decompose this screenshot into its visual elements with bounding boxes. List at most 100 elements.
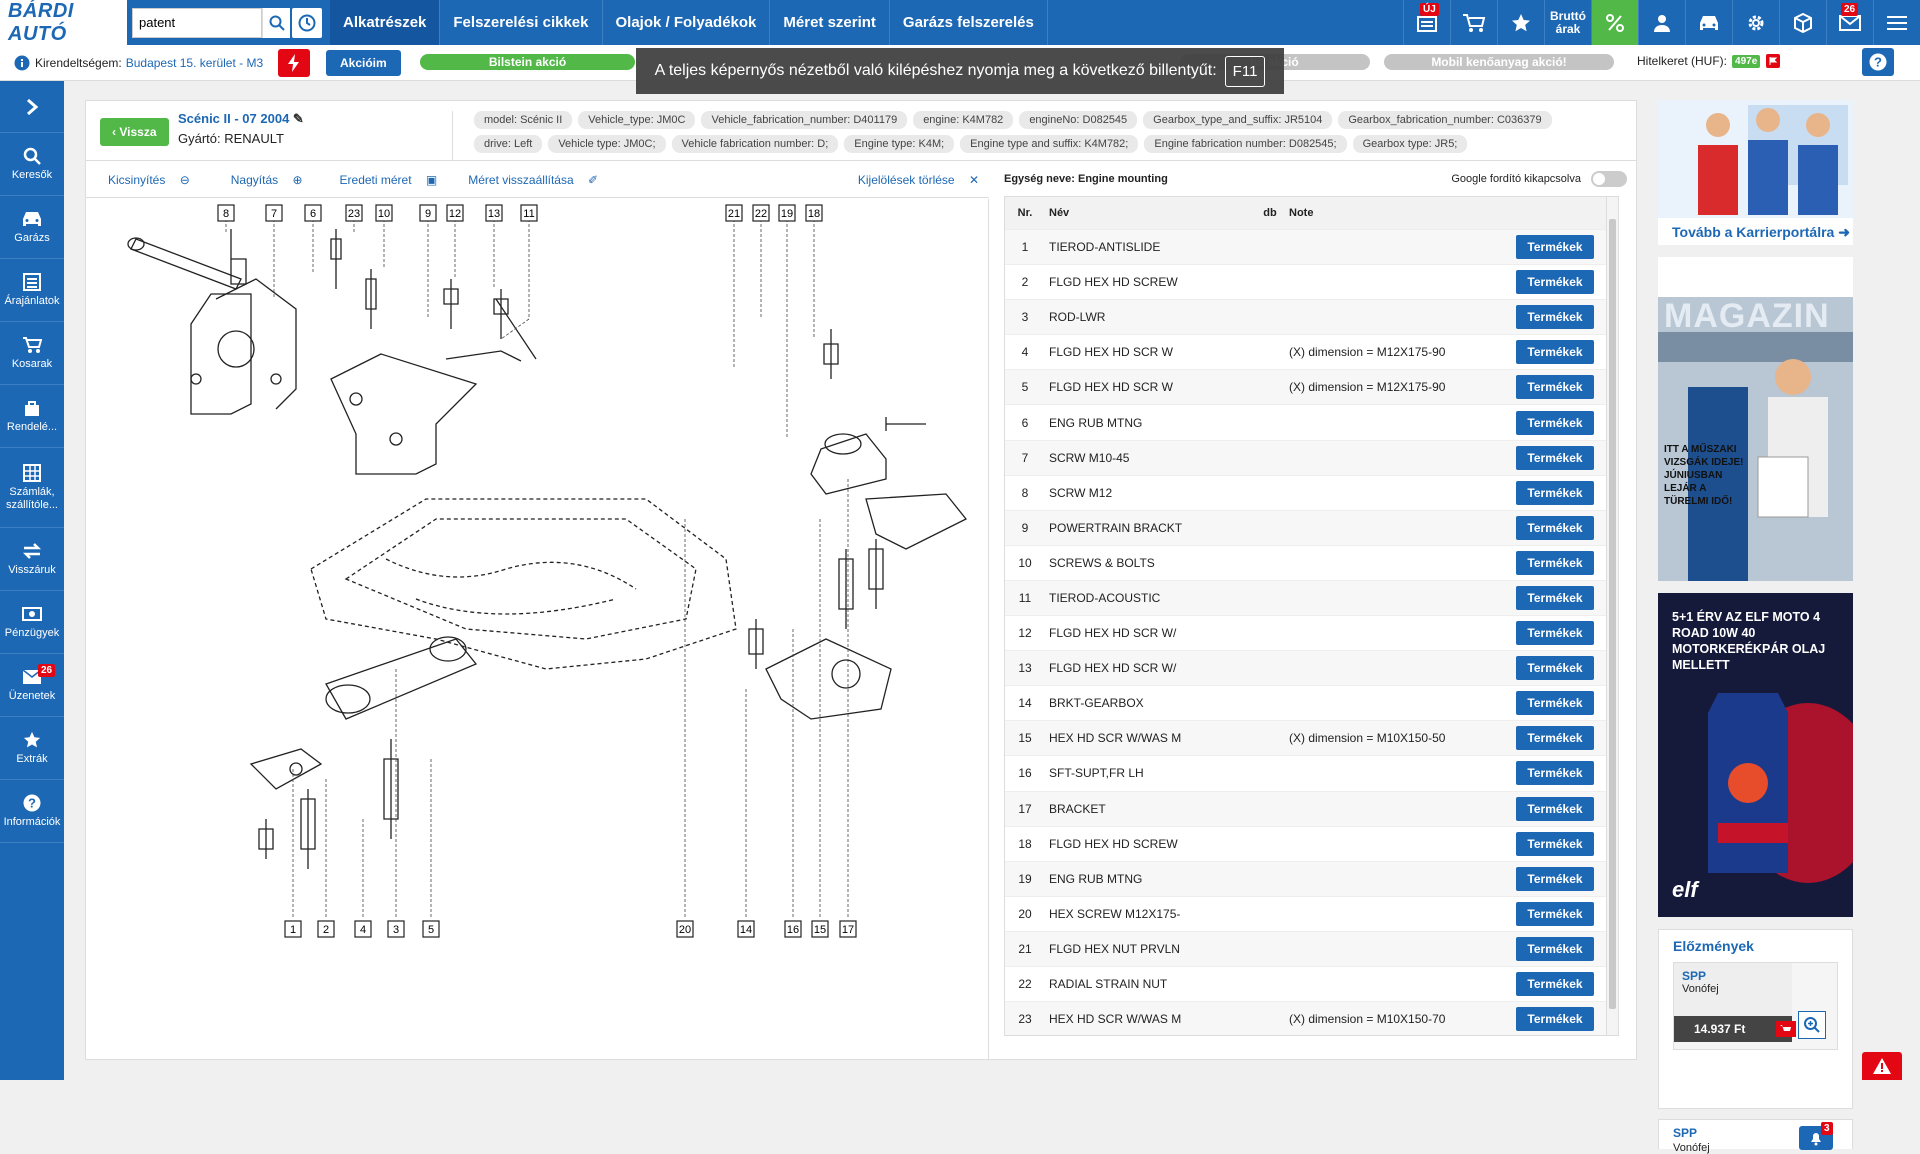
diagram-callout[interactable]: 18: [805, 204, 823, 222]
sidebar-item-informaciok[interactable]: ? Információk: [0, 780, 64, 843]
help-button[interactable]: ?: [1862, 48, 1894, 76]
diagram-callout[interactable]: 14: [737, 920, 755, 938]
diagram-callout[interactable]: 23: [345, 204, 363, 222]
sidebar-item-szamlak[interactable]: Számlák, szállítóle...: [0, 448, 64, 528]
toggle-switch[interactable]: [1591, 171, 1627, 187]
karrier-link[interactable]: Tovább a Karrierportálra ➜: [1672, 224, 1850, 240]
products-button[interactable]: Termékek: [1516, 621, 1594, 646]
products-button[interactable]: Termékek: [1516, 936, 1594, 961]
scroll-thumb[interactable]: [1609, 219, 1616, 1009]
nav-meret-szerint[interactable]: Méret szerint: [770, 0, 890, 45]
zoom-image-button[interactable]: [1798, 1011, 1826, 1039]
logo[interactable]: BÁRDI AUTÓ: [0, 0, 127, 50]
branch-info[interactable]: Kirendeltségem: Budapest 15. kerület - M…: [14, 55, 276, 71]
menu-button[interactable]: [1873, 0, 1920, 45]
messages-button[interactable]: 26: [1826, 0, 1873, 45]
diagram-callout[interactable]: 5: [422, 920, 440, 938]
products-button[interactable]: Termékek: [1516, 691, 1594, 716]
pencil-icon[interactable]: ✎: [292, 111, 304, 126]
original-size-button[interactable]: Eredeti méret ▣: [339, 172, 438, 187]
nav-olajok[interactable]: Olajok / Folyadékok: [603, 0, 771, 45]
karrier-ad[interactable]: Tovább a Karrierportálra ➜: [1658, 100, 1853, 245]
translate-toggle[interactable]: Google fordító kikapcsolva: [1451, 171, 1627, 187]
credit-flag-button[interactable]: [1766, 54, 1781, 68]
products-button[interactable]: Termékek: [1516, 656, 1594, 681]
zoom-button[interactable]: Nagyítás ⊕: [230, 172, 303, 187]
diagram-callout[interactable]: 22: [752, 204, 770, 222]
nav-alkatreszek[interactable]: Alkatrészek: [330, 0, 441, 45]
akcioim-button[interactable]: Akcióim: [326, 49, 401, 76]
promo-mobil[interactable]: Mobil kenőanyag akció!: [1384, 54, 1614, 70]
diagram-callout[interactable]: 11: [520, 204, 538, 222]
diagram-callout[interactable]: 17: [839, 920, 857, 938]
magazin-ad[interactable]: MAGAZIN ITT A MŰSZAKI VIZSGÁK IDEJE! JÚN…: [1658, 257, 1853, 581]
products-button[interactable]: Termékek: [1516, 1007, 1594, 1032]
diagram-callout[interactable]: 2: [317, 920, 335, 938]
sidebar-item-rendelesek[interactable]: Rendelé...: [0, 385, 64, 448]
new-items-button[interactable]: ÚJ: [1403, 0, 1450, 45]
clear-selection-button[interactable]: Kijelölések törlése ✕: [857, 172, 979, 187]
products-button[interactable]: Termékek: [1516, 270, 1594, 295]
search-input[interactable]: [132, 7, 262, 38]
products-button[interactable]: Termékek: [1516, 726, 1594, 751]
favorites-button[interactable]: [1497, 0, 1544, 45]
products-button[interactable]: Termékek: [1516, 585, 1594, 610]
nav-felszerelesi-cikkek[interactable]: Felszerelési cikkek: [440, 0, 603, 45]
products-button[interactable]: Termékek: [1516, 550, 1594, 575]
diagram-callout[interactable]: 15: [811, 920, 829, 938]
alert-button[interactable]: [1862, 1052, 1902, 1080]
sidebar-item-kosarak[interactable]: Kosarak: [0, 322, 64, 385]
products-button[interactable]: Termékek: [1516, 796, 1594, 821]
history-button[interactable]: [292, 7, 322, 38]
sidebar-item-extrak[interactable]: Extrák: [0, 717, 64, 780]
products-button[interactable]: Termékek: [1516, 866, 1594, 891]
flash-button[interactable]: [278, 48, 310, 77]
vehicle-title[interactable]: Scénic II - 07 2004 ✎: [178, 111, 304, 126]
products-button[interactable]: Termékek: [1516, 375, 1594, 400]
diagram-callout[interactable]: 12: [446, 204, 464, 222]
products-button[interactable]: Termékek: [1516, 340, 1594, 365]
sidebar-item-garazs[interactable]: Garázs: [0, 196, 64, 259]
diagram-callout[interactable]: 8: [217, 204, 235, 222]
nav-garazs-felszereles[interactable]: Garázs felszerelés: [890, 0, 1048, 45]
diagram-callout[interactable]: 16: [784, 920, 802, 938]
diagram-callout[interactable]: 9: [419, 204, 437, 222]
settings-button[interactable]: [1732, 0, 1779, 45]
notification-button[interactable]: 3: [1799, 1122, 1833, 1150]
sidebar-item-keresok[interactable]: Keresők: [0, 133, 64, 196]
user-button[interactable]: [1638, 0, 1685, 45]
diagram-callout[interactable]: 6: [304, 204, 322, 222]
diagram-callout[interactable]: 7: [265, 204, 283, 222]
add-to-cart-button[interactable]: [1776, 1021, 1796, 1037]
search-button[interactable]: [262, 7, 290, 38]
products-button[interactable]: Termékek: [1516, 515, 1594, 540]
diagram-callout[interactable]: 10: [375, 204, 393, 222]
diagram-callout[interactable]: 19: [778, 204, 796, 222]
back-button[interactable]: ‹ Vissza: [100, 118, 169, 146]
products-button[interactable]: Termékek: [1516, 831, 1594, 856]
promo-bilstein[interactable]: Bilstein akció: [420, 54, 635, 70]
sidebar-item-arajanlatok[interactable]: Árajánlatok: [0, 259, 64, 322]
sidebar-expand[interactable]: [0, 81, 64, 133]
products-button[interactable]: Termékek: [1516, 972, 1594, 997]
diagram-callout[interactable]: 3: [387, 920, 405, 938]
products-button[interactable]: Termékek: [1516, 305, 1594, 330]
diagram-callout[interactable]: 1: [284, 920, 302, 938]
